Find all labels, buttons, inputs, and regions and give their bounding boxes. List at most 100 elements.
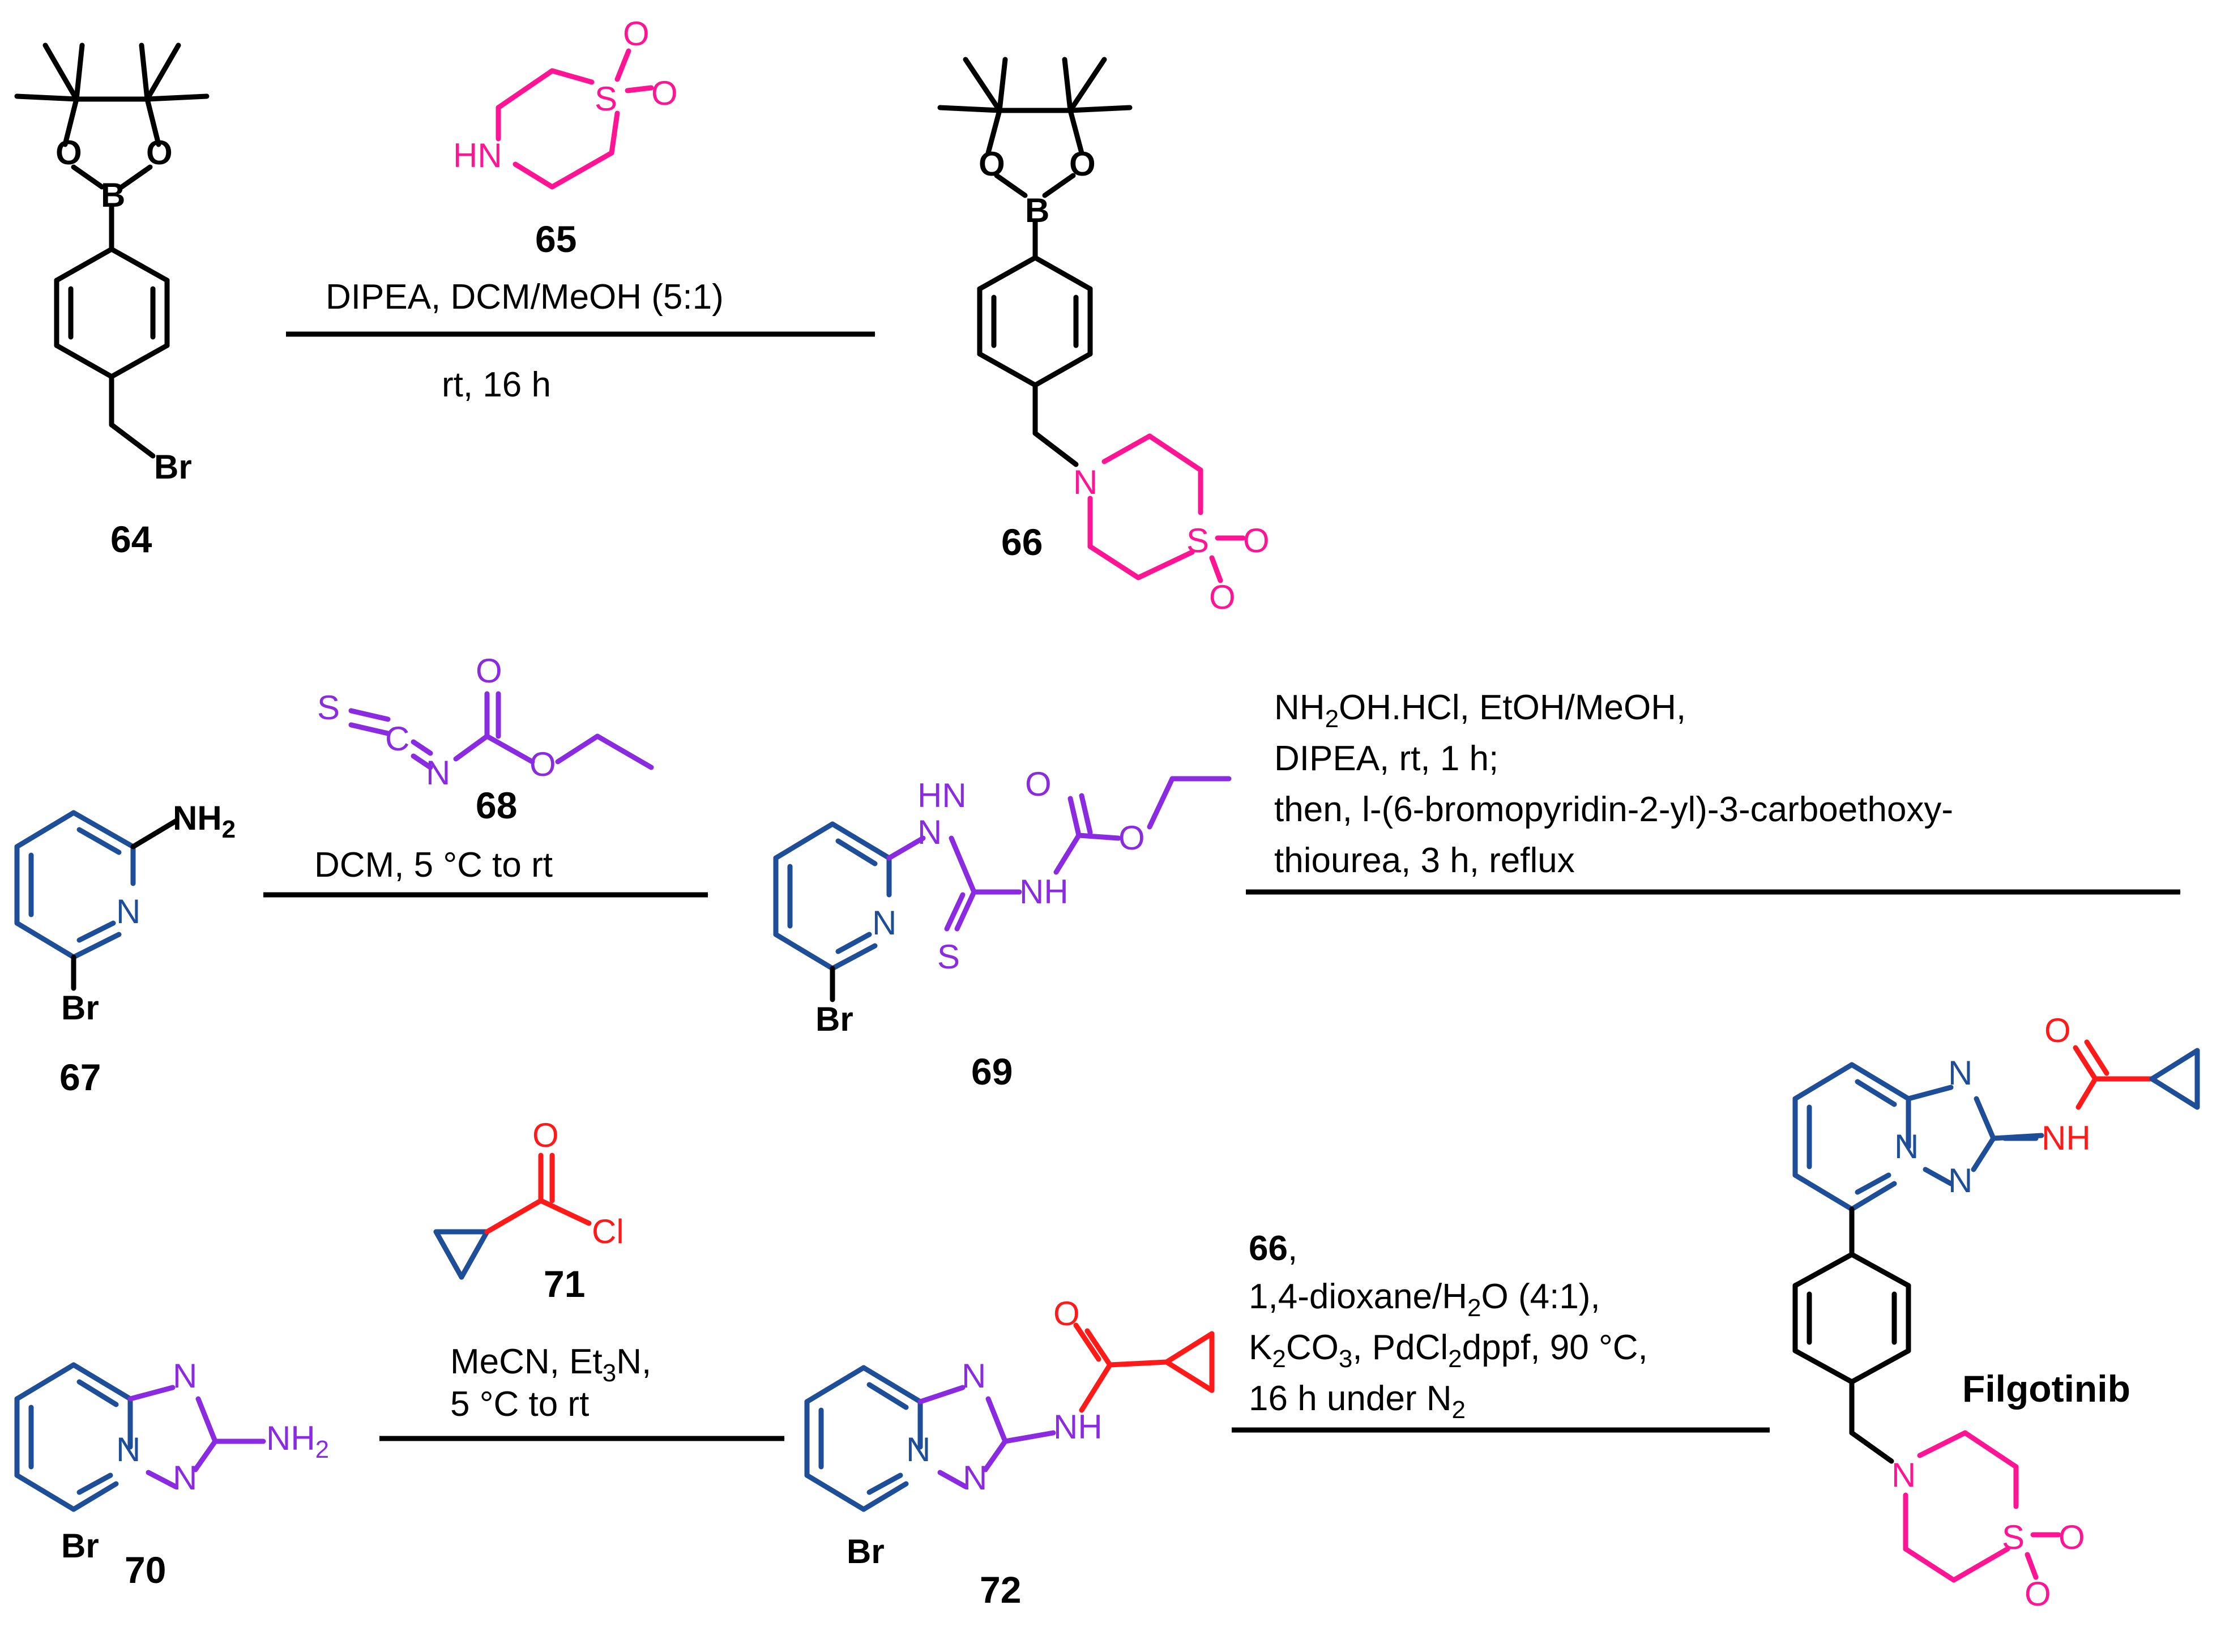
atom-N: N (173, 1357, 197, 1395)
atom-O: O (55, 134, 82, 172)
compound-66-ring (1087, 433, 1246, 583)
atom-O: O (2025, 1575, 2051, 1613)
compound-70-triazole (127, 1385, 266, 1489)
atom-O: O (532, 1116, 559, 1154)
compound-65-atoms: S O O HN 65 (453, 15, 678, 260)
atom-B: B (1025, 191, 1049, 229)
compound-66-atoms: B O O N S O O 66 (979, 145, 1270, 616)
compound-label-70: 70 (125, 1549, 166, 1591)
atom-N: N (1948, 1162, 1972, 1199)
compound-label-filgotinib: Filgotinib (1962, 1368, 2130, 1410)
filgotinib-pyridine (1792, 1062, 2039, 1212)
compound-67-atoms: N NH2 Br 67 (59, 799, 236, 1098)
reaction-3-line3: then, l-(6-bromopyridin-2-yl)-3-carboeth… (1274, 790, 1953, 829)
reaction-5-line4: 16 h under N2 (1249, 1379, 1466, 1424)
compound-label-67: 67 (59, 1056, 101, 1098)
compound-65 (496, 48, 654, 190)
atom-S: S (937, 938, 960, 976)
atom-S: S (595, 80, 617, 118)
compound-label-64: 64 (110, 518, 152, 560)
compound-label-68: 68 (476, 784, 517, 826)
atom-O: O (146, 134, 173, 172)
compound-68-atoms: S C N O O 68 (317, 652, 556, 826)
atom-O: O (651, 74, 678, 112)
atom-O: O (476, 652, 502, 690)
reaction-1-conditions-line1: DIPEA, DCM/MeOH (5:1) (326, 278, 724, 317)
atom-C: C (385, 720, 409, 758)
atom-Br: Br (847, 1533, 885, 1570)
compound-label-69: 69 (971, 1051, 1013, 1092)
compound-64-atoms: O O B Br 64 (55, 134, 192, 560)
atom-O: O (529, 745, 556, 783)
compound-69-thiourea (886, 776, 1232, 932)
filgotinib-cyclopropyl (2149, 1048, 2200, 1110)
filgotinib-atoms: N N N NH O N S O O Filgotinib (1891, 1011, 2130, 1613)
compound-72-atoms: N N N NH O Br 72 (847, 1295, 1103, 1611)
compound-71 (433, 1152, 592, 1280)
compound-66 (937, 57, 1133, 467)
atom-Br: Br (154, 448, 192, 486)
atom-N: N (1073, 463, 1097, 501)
reaction-3-line2: DIPEA, rt, 1 h; (1274, 739, 1498, 778)
compound-70-atoms: N N N NH2 Br 70 (61, 1357, 329, 1591)
compound-71-atoms: O Cl 71 (532, 1116, 624, 1305)
atom-B: B (101, 176, 125, 214)
atom-Br: Br (61, 1527, 99, 1565)
atom-Br: Br (815, 1000, 853, 1038)
atom-S: S (2002, 1518, 2025, 1556)
atom-O: O (1053, 1295, 1080, 1333)
compound-70-ring (14, 1362, 133, 1512)
atom-O: O (1118, 819, 1145, 857)
atom-O: O (2044, 1011, 2071, 1049)
atom-Br: Br (61, 989, 99, 1027)
atom-O: O (1243, 522, 1270, 560)
atom-Cl: Cl (592, 1213, 624, 1250)
compound-72-triazole (917, 1385, 1056, 1489)
reaction-5-conditions: 66, 1,4-dioxane/H2O (4:1), K2CO3, PdCl2d… (1249, 1229, 1648, 1424)
atom-NH: NH (1019, 873, 1069, 911)
atom-NH: NH (2042, 1119, 2091, 1157)
atom-O: O (2059, 1518, 2085, 1556)
atom-O: O (979, 145, 1005, 183)
atom-N: N (173, 1459, 197, 1497)
atom-N: N (1948, 1054, 1972, 1092)
atom-N: N (962, 1357, 986, 1395)
reaction-3-line4: thiourea, 3 h, reflux (1274, 841, 1575, 880)
atom-O: O (1069, 145, 1096, 183)
reaction-3-line1: NH2OH.HCl, EtOH/MeOH, (1274, 688, 1686, 733)
atom-S: S (317, 689, 340, 727)
atom-O: O (1025, 765, 1052, 803)
atom-NH: NH (1053, 1408, 1103, 1446)
atom-N: N (116, 893, 140, 930)
atom-N: N (1894, 1128, 1919, 1166)
atom-NH2: NH2 (266, 1419, 329, 1463)
reaction-5-line2: 1,4-dioxane/H2O (4:1), (1249, 1277, 1600, 1322)
atom-O: O (623, 15, 650, 53)
atom-N: N (872, 904, 896, 942)
reaction-4-conditions: MeCN, Et3N, 5 °C to rt (450, 1342, 651, 1424)
compound-label-65: 65 (535, 218, 576, 260)
reaction-5-line3: K2CO3, PdCl2dppf, 90 °C, (1249, 1328, 1648, 1373)
atom-O: O (1209, 578, 1236, 616)
filgotinib-triazole (1906, 1085, 2044, 1186)
filgotinib-phenyl (1792, 1206, 1911, 1464)
compound-69-pyridine (773, 821, 892, 971)
compound-67-bonds (71, 818, 178, 991)
compound-68 (348, 691, 654, 770)
atom-NH2: NH2 (173, 799, 236, 843)
compound-label-66: 66 (1001, 521, 1043, 563)
reaction-4-line1: MeCN, Et3N, (450, 1342, 651, 1387)
compound-72-acyl (1073, 1322, 1215, 1413)
atom-N: N (917, 813, 942, 851)
reaction-3-conditions: NH2OH.HCl, EtOH/MeOH, DIPEA, rt, 1 h; th… (1274, 688, 1953, 880)
reaction-2-conditions: DCM, 5 °C to rt (314, 846, 553, 885)
atom-N: N (963, 1459, 987, 1497)
compound-label-71: 71 (544, 1263, 585, 1305)
compound-67 (14, 810, 136, 960)
reaction-5-line1: 66, (1249, 1229, 1297, 1268)
compound-64 (14, 42, 210, 459)
atom-H: HN (917, 776, 967, 814)
compound-72-ring (804, 1365, 923, 1512)
atom-N: N (426, 754, 450, 792)
